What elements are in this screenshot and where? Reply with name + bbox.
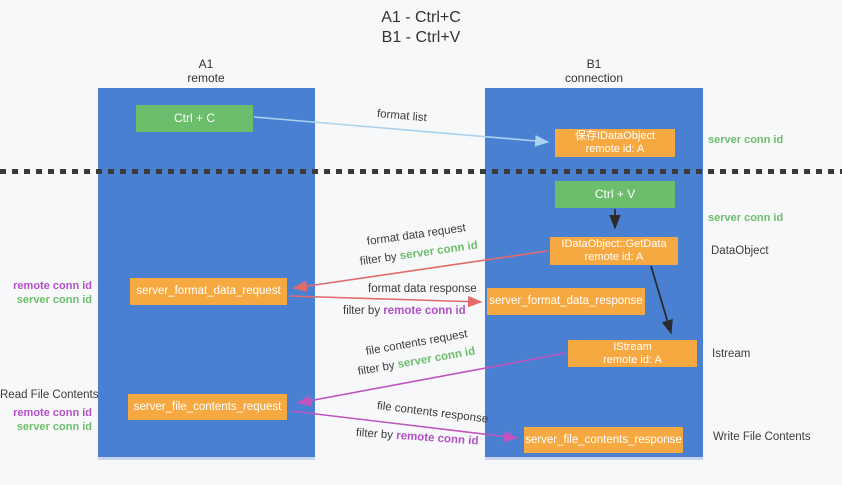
read-file-contents-label: Read File Contents — [0, 389, 99, 401]
dotted-divider-line — [0, 169, 842, 174]
remote-conn-id-label: remote conn id — [13, 407, 92, 419]
node-save-idataobject-line2: remote id: A — [585, 143, 645, 155]
filter-by-text: filter by — [355, 427, 394, 442]
remote-conn-id-text: remote conn id — [383, 305, 466, 317]
node-idataobject-getdata-line1: IDataObject::GetData — [561, 238, 667, 250]
diagram-title: A1 - Ctrl+C B1 - Ctrl+V — [0, 8, 842, 48]
node-ctrl-c: Ctrl + C — [136, 105, 253, 132]
node-ctrl-v: Ctrl + V — [555, 181, 675, 208]
arrow-format-data-request — [292, 250, 548, 292]
column-a1-label: A1 — [198, 57, 214, 71]
server-conn-id-label-mid: server conn id — [708, 212, 784, 224]
left-conn-id-labels-file: remote conn id server conn id — [0, 406, 92, 434]
node-istream: IStream remote id: A — [568, 340, 697, 367]
arrow-getdata-to-istream — [650, 265, 673, 335]
node-server-format-data-response: server_format_data_response — [487, 288, 645, 315]
arrow-format-data-response — [288, 295, 483, 308]
istream-label: Istream — [712, 348, 751, 360]
server-conn-id-label: server conn id — [16, 421, 92, 433]
label-format-data-response-filter: filter by remote conn id — [343, 305, 466, 317]
node-server-file-contents-request: server_file_contents_request — [128, 394, 287, 420]
left-conn-id-labels-format: remote conn id server conn id — [0, 279, 92, 307]
column-b1-label: B1 — [586, 57, 602, 71]
node-istream-line2: remote id: A — [603, 353, 662, 366]
node-server-file-contents-response: server_file_contents_response — [524, 427, 683, 453]
column-header-a1: A1 remote — [126, 57, 286, 85]
title-line-2: B1 - Ctrl+V — [381, 29, 461, 46]
node-save-idataobject: 保存IDataObject remote id: A — [555, 129, 675, 157]
title-line-1: A1 - Ctrl+C — [381, 9, 461, 26]
node-idataobject-getdata-line2: remote id: A — [584, 251, 644, 263]
arrow-file-contents-request — [296, 352, 567, 407]
filter-by-text: filter by — [343, 305, 381, 317]
write-file-contents-label: Write File Contents — [713, 431, 811, 443]
arrow-format-list — [253, 116, 550, 147]
node-istream-line1: IStream — [613, 340, 652, 353]
node-server-format-data-request: server_format_data_request — [130, 278, 287, 305]
server-conn-id-label-top: server conn id — [708, 134, 784, 146]
arrow-file-contents-response — [290, 410, 519, 443]
column-header-b1: B1 connection — [514, 57, 674, 85]
server-conn-id-label: server conn id — [16, 294, 92, 306]
dataobject-label: DataObject — [711, 245, 769, 257]
node-save-idataobject-line1: 保存IDataObject — [574, 130, 656, 142]
column-a1-sublabel: remote — [187, 71, 225, 85]
remote-conn-id-label: remote conn id — [13, 280, 92, 292]
node-idataobject-getdata: IDataObject::GetData remote id: A — [550, 237, 678, 265]
column-b1-sublabel: connection — [564, 71, 624, 85]
label-format-data-response: format data response — [368, 283, 477, 295]
